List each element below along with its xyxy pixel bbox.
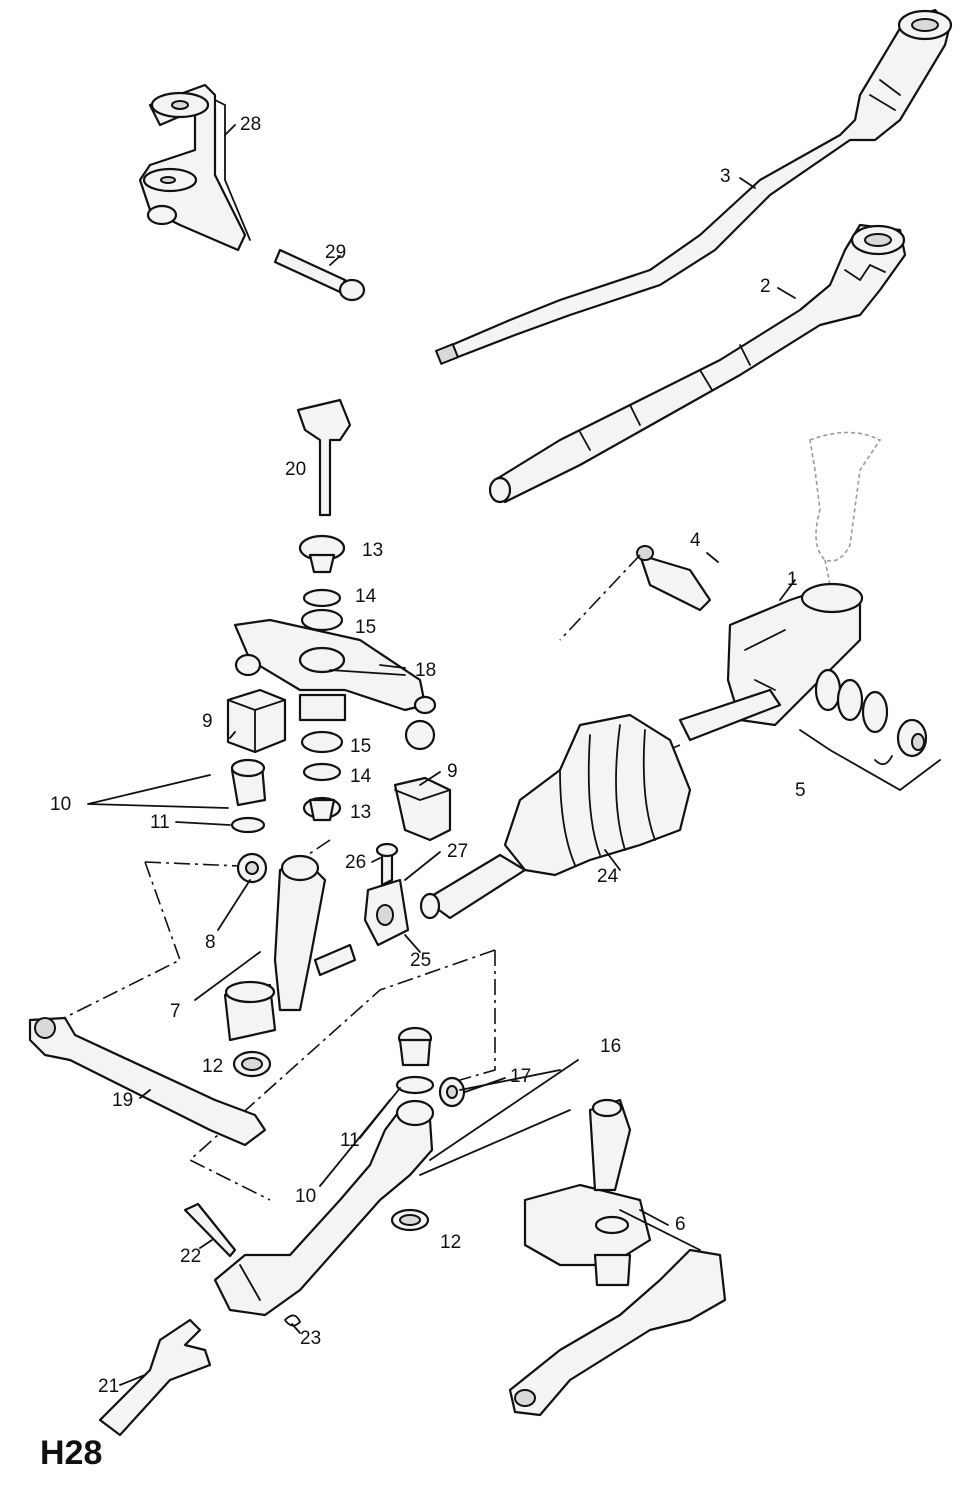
callout-28: 28 xyxy=(240,114,261,135)
leader-lines xyxy=(87,124,796,1386)
callout-5: 5 xyxy=(795,780,806,801)
lower-selector-shaft xyxy=(213,1099,571,1317)
part-7-lever xyxy=(223,854,357,1042)
callout-6: 6 xyxy=(675,1214,686,1235)
callout-8: 8 xyxy=(205,932,216,953)
part-24-gaiter-boot xyxy=(419,713,692,920)
callout-10-right: 10 xyxy=(295,1186,316,1207)
callout-14-bottom: 14 xyxy=(350,766,372,787)
part-29-bolt xyxy=(273,248,366,302)
callout-17: 17 xyxy=(510,1066,531,1087)
callout-19: 19 xyxy=(112,1090,133,1111)
callout-4: 4 xyxy=(690,530,701,551)
part-12-ring-right xyxy=(390,1208,430,1232)
callout-11-left: 11 xyxy=(150,812,170,833)
callout-12-left: 12 xyxy=(202,1056,223,1077)
callout-13-bottom: 13 xyxy=(350,802,371,823)
callout-25: 25 xyxy=(410,950,431,971)
callout-10-left: 10 xyxy=(50,794,71,815)
callout-26: 26 xyxy=(345,852,366,873)
callout-23: 23 xyxy=(300,1328,321,1349)
callout-14-top: 14 xyxy=(355,586,377,607)
part-3-shift-rod xyxy=(435,8,953,365)
callout-7: 7 xyxy=(170,1001,181,1022)
part-12-ring-left xyxy=(232,1050,272,1078)
part-6-assembly xyxy=(508,1098,727,1417)
part-5-ring-set xyxy=(799,668,941,792)
part-9-block-left xyxy=(226,688,287,754)
part-1-housing xyxy=(678,582,864,742)
part-19-link-rod xyxy=(28,1016,267,1147)
part-20-pin xyxy=(296,398,352,517)
callout-1: 1 xyxy=(787,569,798,590)
bushing-stack-upper xyxy=(298,534,346,632)
callout-21: 21 xyxy=(98,1376,119,1397)
callout-11-right: 11 xyxy=(340,1130,360,1151)
callout-15-top: 15 xyxy=(355,617,376,638)
callout-27: 27 xyxy=(447,841,468,862)
callout-18: 18 xyxy=(415,660,436,681)
callout-2: 2 xyxy=(760,276,771,297)
callout-24: 24 xyxy=(597,866,619,887)
callout-22: 22 xyxy=(180,1246,201,1267)
part-8-ring xyxy=(236,852,268,884)
part-9-block-right xyxy=(393,776,452,842)
callout-15-bottom: 15 xyxy=(350,736,371,757)
part-4-switch xyxy=(636,545,712,612)
part-2-selector-tube xyxy=(488,223,907,504)
callout-9-left: 9 xyxy=(202,711,213,732)
gear-knob-outline xyxy=(809,431,882,586)
diagram-code: H28 xyxy=(40,1434,103,1472)
callout-3: 3 xyxy=(720,166,731,187)
callout-labels: 1 2 3 4 5 6 7 8 9 9 10 10 11 11 12 12 13… xyxy=(50,114,806,1397)
callout-12-right: 12 xyxy=(440,1232,461,1253)
part-10-11-bush-right xyxy=(395,1026,435,1095)
callout-13-top: 13 xyxy=(362,540,383,561)
callout-20: 20 xyxy=(285,459,306,480)
part-25-26-27-clamp xyxy=(363,842,410,947)
part-10-11-bush-left xyxy=(230,758,267,834)
part-16-17-ring xyxy=(438,1076,466,1108)
callout-16: 16 xyxy=(600,1036,621,1057)
part-22-pin xyxy=(183,1202,237,1258)
part-21-fork-shaft xyxy=(98,1318,212,1437)
part-18-lever-plate xyxy=(233,618,437,751)
part-28-bracket xyxy=(138,83,251,252)
callout-29: 29 xyxy=(325,242,346,263)
part-23-clip xyxy=(284,1314,302,1327)
bushing-stack-lower xyxy=(300,730,344,822)
callout-9-right: 9 xyxy=(447,761,458,782)
